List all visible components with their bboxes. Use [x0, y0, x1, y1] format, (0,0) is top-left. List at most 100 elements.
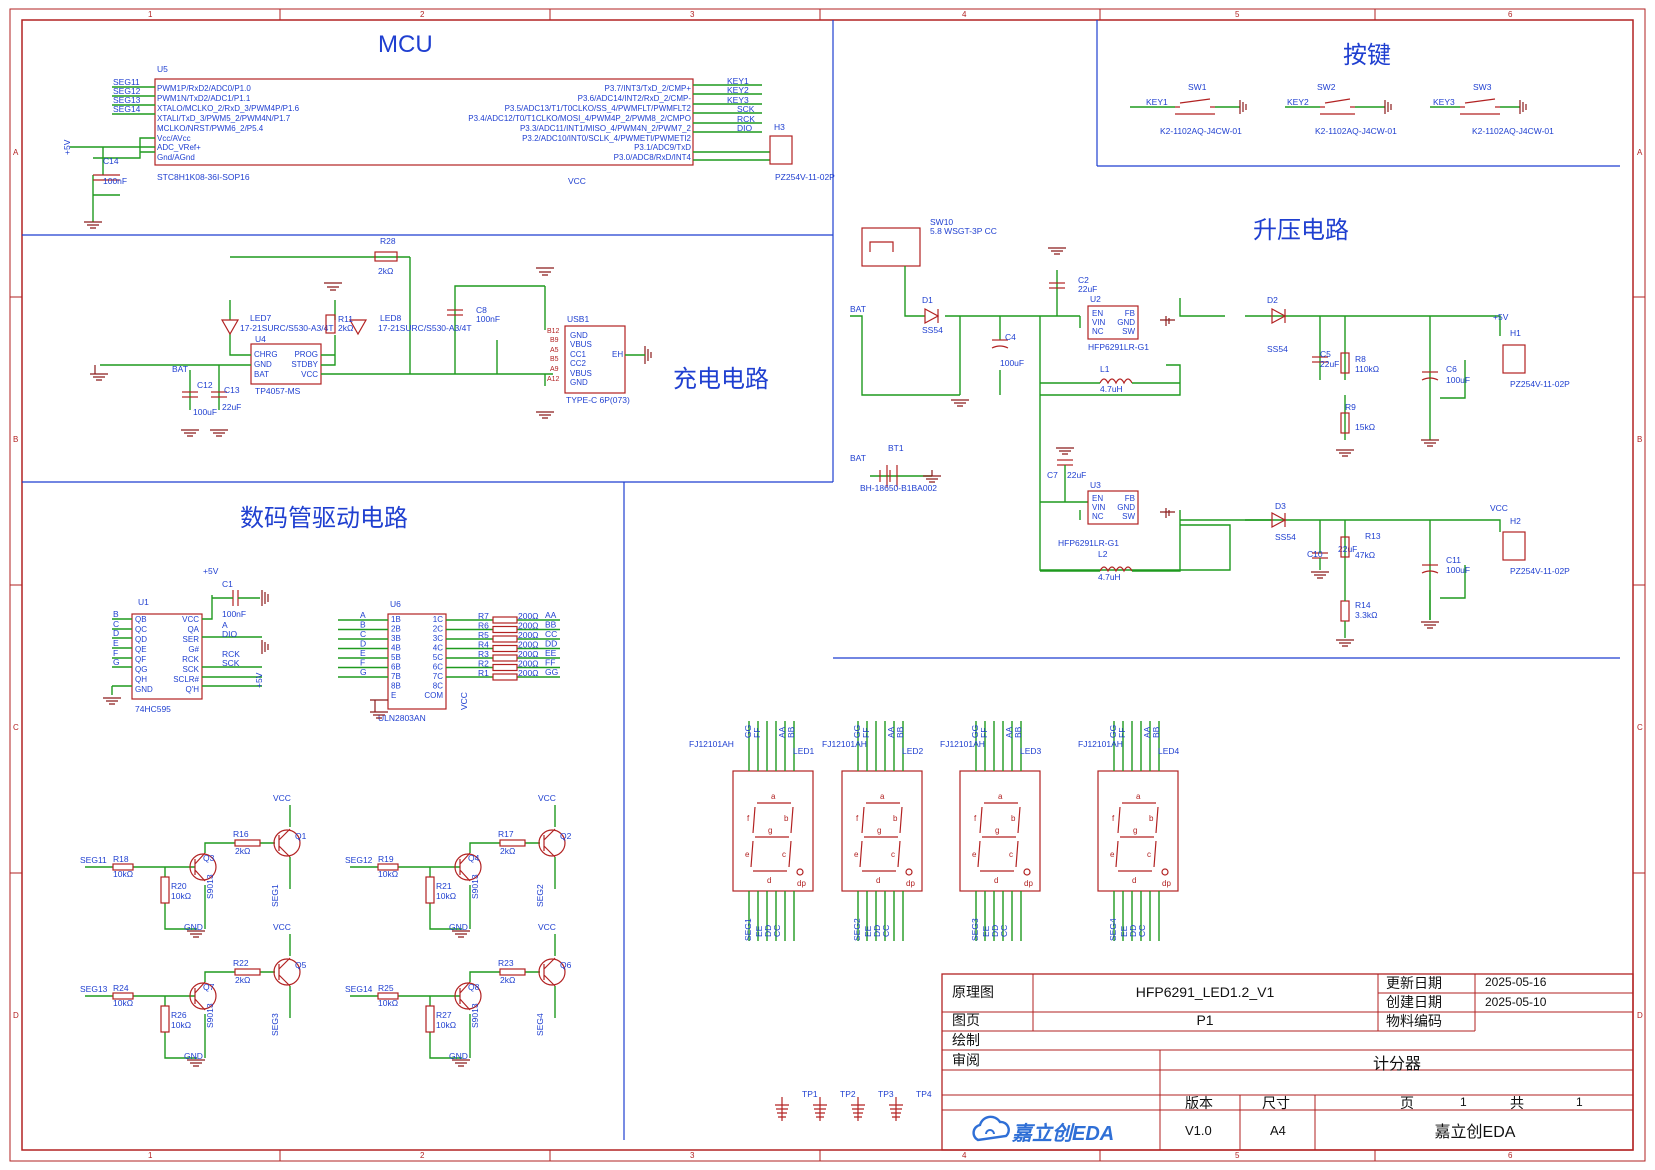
- base-resistor[interactable]: [377, 863, 399, 871]
- test-point[interactable]: [813, 1097, 827, 1121]
- r8[interactable]: [1340, 352, 1350, 374]
- driver-vcc: VCC: [538, 922, 556, 932]
- mcu-pin-r8: P3.0/ADC8/RxD/INT4: [614, 153, 692, 162]
- u1-right-pin: G#: [188, 645, 199, 654]
- h2-ref: H2: [1510, 516, 1521, 526]
- pulldown-resistor[interactable]: [425, 876, 435, 904]
- display-part: FJ12101AH: [940, 739, 985, 749]
- collector-resistor[interactable]: [234, 839, 261, 847]
- driver-rc-val: 2kΩ: [235, 975, 250, 985]
- segment-resistor[interactable]: [492, 663, 518, 672]
- zone-bottom-2: 2: [420, 1151, 425, 1160]
- usb1-connector[interactable]: [564, 325, 626, 394]
- tb-project: HFP6291_LED1.2_V1: [1136, 984, 1275, 1000]
- key-sw3[interactable]: SW3 KEY3 K2-1102AQ-J4CW-01: [1430, 82, 1554, 136]
- pulldown-resistor[interactable]: [160, 1005, 170, 1033]
- u1-left-pin: QC: [135, 625, 147, 634]
- pnp-transistor[interactable]: [538, 958, 566, 986]
- npn-transistor[interactable]: [454, 853, 482, 881]
- u1-supply: +5V: [203, 566, 219, 576]
- sw10-switch[interactable]: [861, 227, 921, 267]
- u4-pin-chrg: CHRG: [254, 350, 278, 359]
- tb-total-label: 共: [1510, 1095, 1524, 1111]
- u3-chip[interactable]: [1087, 490, 1139, 525]
- h3-header[interactable]: [769, 135, 793, 165]
- test-point[interactable]: [775, 1097, 789, 1121]
- test-point[interactable]: [851, 1097, 865, 1121]
- pulldown-resistor[interactable]: [160, 876, 170, 904]
- r13[interactable]: [1340, 536, 1350, 558]
- u1-chip[interactable]: [131, 613, 203, 700]
- u2-part: HFP6291LR-G1: [1088, 342, 1149, 352]
- u3-pin-sw: SW: [1122, 512, 1135, 521]
- pnp-transistor[interactable]: [538, 829, 566, 857]
- u6-left-pin: 6B: [391, 663, 401, 672]
- u4-chip[interactable]: [250, 343, 322, 385]
- key-sw2[interactable]: SW2 KEY2 K2-1102AQ-J4CW-01: [1285, 82, 1397, 136]
- display-bottom-net: EE: [863, 925, 873, 937]
- driver-rp-val: 10kΩ: [171, 891, 191, 901]
- test-point[interactable]: [889, 1097, 903, 1121]
- u2-chip[interactable]: [1087, 305, 1139, 340]
- mcu-supply: +5V: [62, 139, 72, 155]
- u1-net-sck: SCK: [222, 658, 240, 668]
- net-seg13: SEG13: [113, 95, 141, 105]
- driver-rp-val: 10kΩ: [436, 1020, 456, 1030]
- u6-chip[interactable]: [387, 613, 447, 710]
- pnp-transistor[interactable]: [273, 958, 301, 986]
- section-title-mcu: MCU: [378, 31, 433, 58]
- segment-resistor[interactable]: [492, 635, 518, 643]
- u1-right-pin: SER: [183, 635, 200, 644]
- segment-resistor-val: 200Ω: [518, 630, 539, 640]
- mcu-chip[interactable]: [154, 78, 694, 166]
- collector-resistor[interactable]: [234, 968, 261, 976]
- segment-letter: c: [782, 850, 786, 859]
- segment-net: GG: [545, 667, 558, 677]
- r9[interactable]: [1340, 412, 1350, 434]
- d2-part: SS54: [1267, 344, 1288, 354]
- npn-transistor[interactable]: [454, 982, 482, 1010]
- bt1-ref: BT1: [888, 443, 904, 453]
- h2-header[interactable]: [1502, 531, 1526, 561]
- collector-resistor[interactable]: [499, 839, 526, 847]
- npn-transistor[interactable]: [189, 853, 217, 881]
- u4-ref: U4: [255, 334, 266, 344]
- driver-q-part: S9013: [470, 874, 480, 899]
- zone-bottom-6: 6: [1508, 1151, 1513, 1160]
- u6-vcc: VCC: [459, 692, 469, 710]
- r11[interactable]: [325, 314, 336, 334]
- segment-resistor[interactable]: [492, 625, 518, 634]
- d1-part: SS54: [922, 325, 943, 335]
- mcu-pin-r7: P3.1/ADC9/TxD: [634, 143, 691, 152]
- segment-letter: a: [998, 792, 1003, 801]
- base-resistor[interactable]: [377, 992, 399, 1000]
- segment-resistor[interactable]: [492, 673, 518, 681]
- segment-resistor[interactable]: [492, 644, 518, 653]
- display-top-net: FF: [861, 728, 871, 738]
- base-resistor[interactable]: [112, 992, 134, 1000]
- r14[interactable]: [1340, 600, 1350, 622]
- u1-part: 74HC595: [135, 704, 171, 714]
- pnp-transistor[interactable]: [273, 829, 301, 857]
- segment-resistor[interactable]: [492, 616, 518, 624]
- npn-transistor[interactable]: [189, 982, 217, 1010]
- collector-resistor[interactable]: [499, 968, 526, 976]
- u3-pin-nc: NC: [1092, 512, 1104, 521]
- r28[interactable]: [374, 251, 398, 262]
- base-resistor[interactable]: [112, 863, 134, 871]
- segment-resistor-val: 200Ω: [518, 611, 539, 621]
- segment-resistor[interactable]: [492, 654, 518, 662]
- r8-val: 110kΩ: [1355, 364, 1379, 374]
- pulldown-resistor[interactable]: [425, 1005, 435, 1033]
- key-sw1[interactable]: SW1 KEY1 K2-1102AQ-J4CW-01: [1130, 82, 1247, 136]
- l1-ref: L1: [1100, 364, 1110, 374]
- u1-left-pin: QH: [135, 675, 147, 684]
- display-top-net: FF: [752, 728, 762, 738]
- segment-letter: e: [972, 850, 977, 859]
- h1-header[interactable]: [1502, 344, 1526, 374]
- usb-pin2: VBUS: [570, 340, 592, 349]
